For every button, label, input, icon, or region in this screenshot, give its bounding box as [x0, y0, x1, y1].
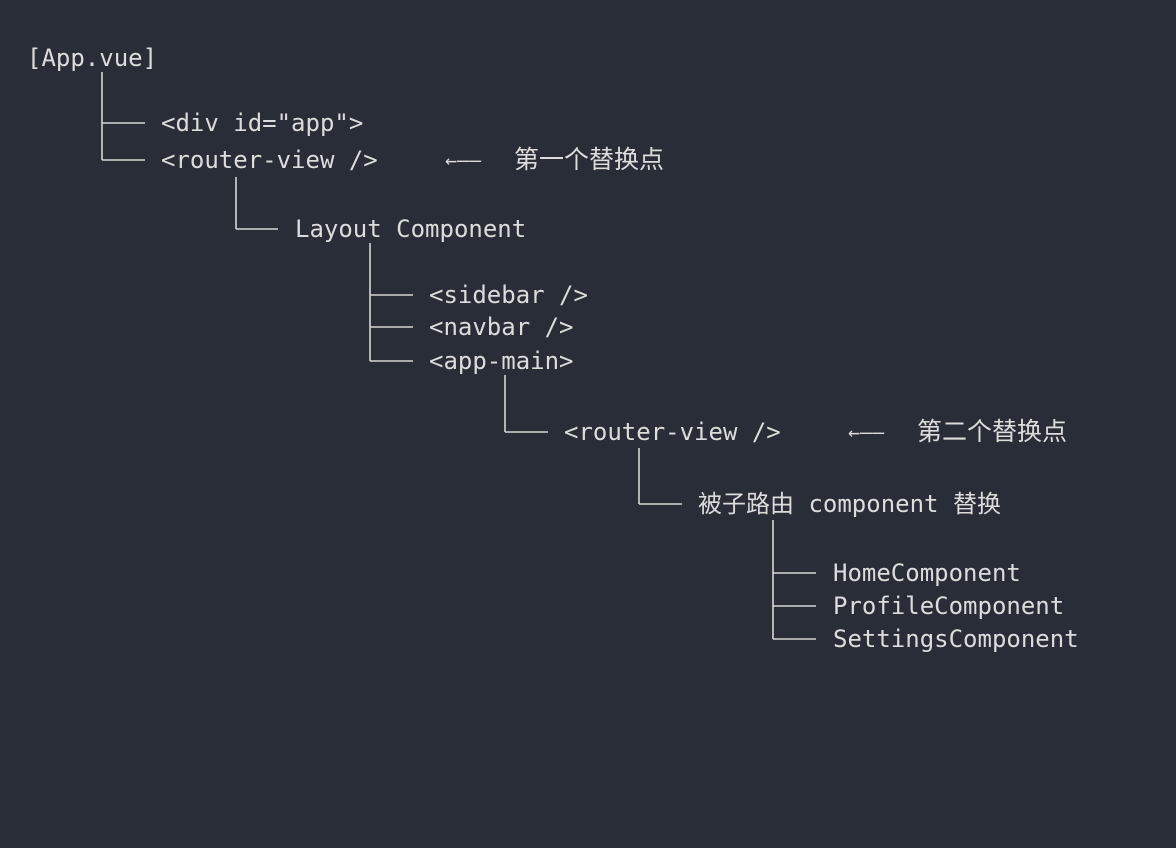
node-layout-component: Layout Component: [295, 215, 527, 243]
node-router-view-1: <router-view />: [161, 146, 378, 174]
node-profile-component: ProfileComponent: [833, 592, 1065, 620]
node-settings-component: SettingsComponent: [833, 625, 1079, 653]
arrow-2: ←——: [848, 420, 885, 444]
node-app-main: <app-main>: [429, 347, 574, 375]
node-router-view-2: <router-view />: [564, 418, 781, 446]
arrow-1: ←——: [445, 148, 482, 172]
node-navbar: <navbar />: [429, 313, 574, 341]
node-child-route: 被子路由 component 替换: [698, 490, 1001, 518]
node-home-component: HomeComponent: [833, 559, 1021, 587]
node-div-app: <div id="app">: [161, 109, 364, 137]
node-sidebar: <sidebar />: [429, 281, 588, 309]
note-replace-point-2: 第二个替换点: [917, 417, 1068, 446]
node-app-vue: [App.vue]: [27, 44, 158, 72]
note-replace-point-1: 第一个替换点: [514, 145, 665, 174]
